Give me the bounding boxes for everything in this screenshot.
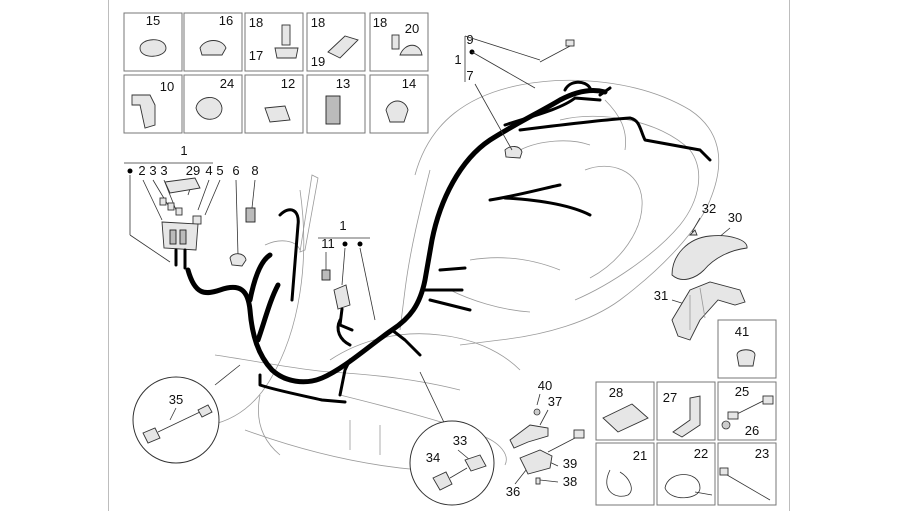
- callout-group-left: 1 2 3 3 29 4 5 6 8: [124, 143, 259, 270]
- callout-18b: 18: [311, 15, 325, 30]
- callout-36: 36: [506, 484, 520, 499]
- callout-40: 40: [538, 378, 552, 393]
- callout-29: 29: [186, 163, 200, 178]
- callout-1a: 1: [454, 52, 461, 67]
- parts-box-23: 23: [717, 442, 777, 506]
- callout-18c: 18: [373, 15, 387, 30]
- callout-19: 19: [311, 54, 325, 69]
- detail-circle-33-34: 33 34: [409, 371, 495, 506]
- callout-2: 2: [138, 163, 145, 178]
- parts-box-16: 16: [183, 12, 243, 72]
- detail-circle-35: 35: [132, 364, 241, 464]
- callout-26: 26: [745, 423, 759, 438]
- callout-30: 30: [728, 210, 742, 225]
- parts-box-15: 15: [123, 12, 183, 72]
- callout-16: 16: [219, 13, 233, 28]
- parts-box-25-26: 25 26: [717, 381, 777, 441]
- callout-24: 24: [220, 76, 234, 91]
- callout-21: 21: [633, 448, 647, 463]
- callout-13: 13: [336, 76, 350, 91]
- callout-38: 38: [563, 474, 577, 489]
- callout-37: 37: [548, 394, 562, 409]
- main-wiring-harness: [185, 80, 712, 404]
- callout-5: 5: [216, 163, 223, 178]
- parts-box-13: 13: [306, 74, 366, 134]
- parts-box-22: 22: [656, 442, 716, 506]
- parts-box-24: 24: [183, 74, 243, 134]
- callout-10: 10: [160, 79, 174, 94]
- callout-group-9-1-7: 9 1 7: [454, 32, 541, 151]
- callout-14: 14: [402, 76, 416, 91]
- parts-box-18-20: 18 20: [369, 12, 429, 72]
- callout-31: 31: [654, 288, 668, 303]
- callout-39: 39: [563, 456, 577, 471]
- callout-20: 20: [405, 21, 419, 36]
- callout-22: 22: [694, 446, 708, 461]
- callout-28: 28: [609, 385, 623, 400]
- callout-15: 15: [146, 13, 160, 28]
- callout-41: 41: [735, 324, 749, 339]
- callout-35: 35: [169, 392, 183, 407]
- parts-box-18-17: 18 17: [244, 12, 304, 72]
- callout-34: 34: [426, 450, 440, 465]
- callout-6: 6: [232, 163, 239, 178]
- connector-9-7: [504, 39, 575, 159]
- callout-group-middle: 1 11: [318, 218, 376, 332]
- parts-box-28: 28: [595, 381, 655, 441]
- callout-27: 27: [663, 390, 677, 405]
- scooter-body-outline: [209, 79, 720, 471]
- callout-12: 12: [281, 76, 295, 91]
- callout-9: 9: [466, 32, 473, 47]
- parts-box-41: 41: [717, 319, 777, 379]
- callout-1b: 1: [180, 143, 187, 158]
- callout-group-36-40: 40 37 39 38 36: [506, 378, 585, 499]
- parts-box-10: 10: [123, 74, 183, 134]
- callout-7: 7: [466, 68, 473, 83]
- callout-4: 4: [205, 163, 212, 178]
- parts-box-27: 27: [656, 381, 716, 441]
- callout-18a: 18: [249, 15, 263, 30]
- callout-1c: 1: [339, 218, 346, 233]
- diagram-frame: [108, 0, 790, 511]
- parts-box-12: 12: [244, 74, 304, 134]
- callout-25: 25: [735, 384, 749, 399]
- callout-11: 11: [321, 236, 335, 251]
- callout-group-30-31-32: 32 30 31: [654, 201, 748, 341]
- callout-8: 8: [251, 163, 258, 178]
- callout-17: 17: [249, 48, 263, 63]
- callout-23: 23: [755, 446, 769, 461]
- parts-box-21: 21: [595, 442, 655, 506]
- parts-box-18-19: 18 19: [306, 12, 366, 72]
- callout-32: 32: [702, 201, 716, 216]
- callout-3b: 3: [160, 163, 167, 178]
- callout-33: 33: [453, 433, 467, 448]
- parts-box-14: 14: [369, 74, 429, 134]
- callout-3a: 3: [149, 163, 156, 178]
